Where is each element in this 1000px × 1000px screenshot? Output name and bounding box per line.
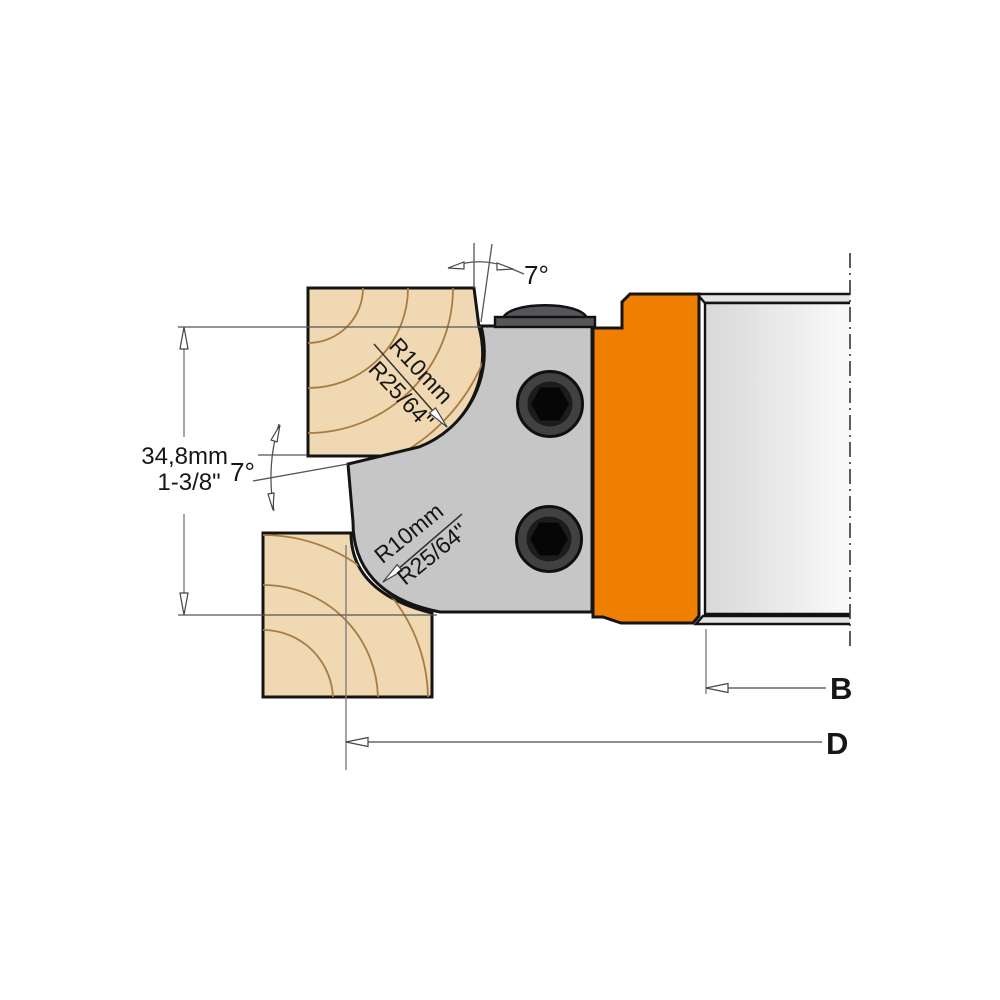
arrowhead	[345, 736, 369, 748]
shear-angle-top: 7°	[447, 243, 549, 323]
cutter-body	[591, 292, 701, 625]
arrowhead	[705, 682, 729, 694]
bore-dimension: B	[705, 629, 852, 706]
height-metric-label: 34,8mm	[141, 443, 228, 470]
angle-top-label: 7°	[524, 260, 549, 290]
arrowhead	[179, 326, 189, 350]
hex-screw-top	[516, 370, 584, 438]
arrowhead	[428, 406, 448, 428]
arrowhead	[382, 563, 404, 583]
clamp-screw-plate	[493, 315, 597, 329]
hex-socket-icon	[530, 522, 568, 556]
arrowhead	[179, 592, 189, 616]
hex-screw-bottom	[515, 505, 583, 573]
arrowhead	[267, 492, 275, 511]
arrowhead	[496, 262, 514, 271]
arrowhead	[447, 261, 465, 270]
arbor-shaft	[703, 301, 850, 616]
shaft-top-lip	[694, 292, 850, 305]
height-imperial-label: 1-3/8"	[157, 469, 220, 496]
diameter-label: D	[826, 726, 848, 761]
angle-side-label: 7°	[230, 457, 255, 487]
clamp-screw	[493, 304, 597, 329]
height-dimension: 34,8mm 1-3/8"	[141, 326, 481, 616]
shaft-bottom-lip	[693, 614, 850, 626]
hex-socket-icon	[531, 387, 569, 421]
arrowhead	[270, 424, 281, 443]
bore-label: B	[830, 671, 852, 706]
relief-angle-left: 7°	[230, 423, 349, 512]
diameter-dimension: D	[345, 545, 848, 770]
